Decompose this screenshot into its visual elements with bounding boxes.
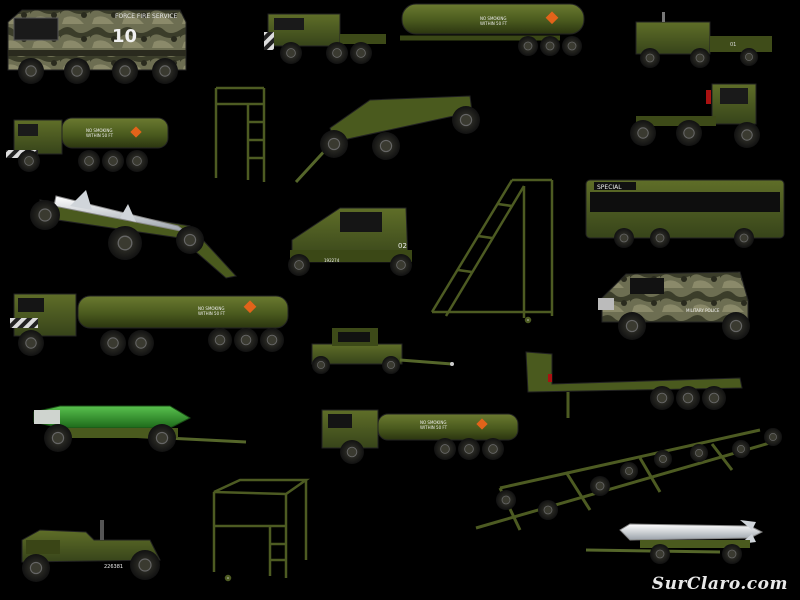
tug-number: 02: [398, 242, 407, 250]
fire-truck-number: 10: [112, 26, 137, 47]
fire-truck-label: FORCE FIRE SERVICE: [115, 13, 178, 20]
military-police-suv: MILITARY POLICE: [598, 271, 750, 340]
aircraft-tug: 02 192274: [288, 207, 412, 276]
boarding-stairs: [430, 178, 554, 324]
maintenance-stand-tall: [214, 86, 266, 182]
tow-tractor: 01: [635, 12, 772, 68]
bus-sign: SPECIAL: [597, 184, 622, 191]
baggage-cart-wheels: [496, 428, 782, 520]
utility-tractor: 226381: [21, 520, 161, 582]
tow-unit-label: 01: [730, 42, 736, 48]
maintenance-platform: [212, 478, 310, 582]
military-bus: SPECIAL: [585, 179, 785, 248]
tractor-plate: 226381: [104, 564, 123, 570]
tug-plate: 192274: [324, 258, 340, 263]
watermark: SurClaro.com: [651, 574, 788, 594]
flatbed-trailer: [525, 351, 743, 418]
missile-cart: [585, 520, 764, 564]
bomb-trailer: [33, 405, 247, 452]
tow-tug-small: [311, 328, 454, 374]
cargo-dolly: [294, 95, 480, 184]
missile-trailer: [30, 190, 237, 279]
tractor-truck-right: [630, 83, 760, 148]
suv-label: MILITARY POLICE: [686, 308, 720, 313]
crash-fire-truck: FORCE FIRE SERVICE 10: [7, 9, 187, 84]
tractor-truck: [264, 13, 386, 64]
